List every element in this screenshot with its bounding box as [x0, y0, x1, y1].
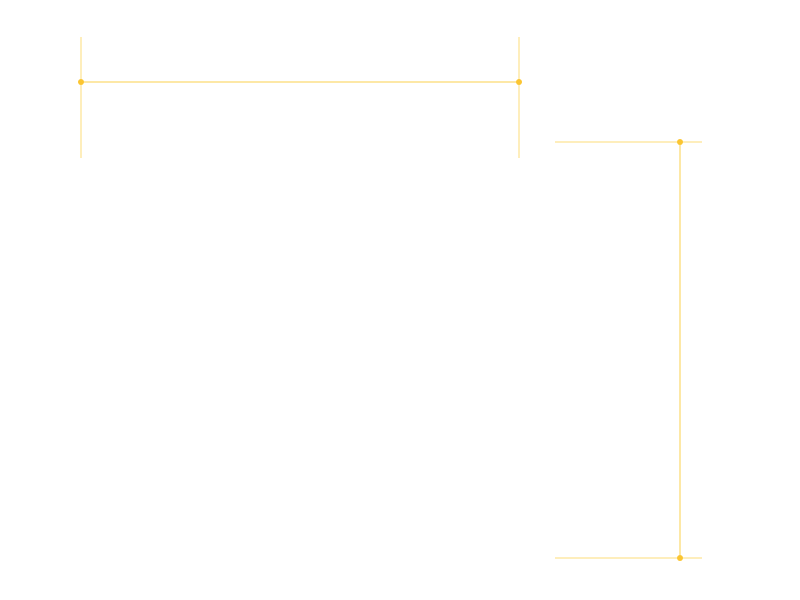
- bottom-endpoint-handle[interactable]: [677, 555, 683, 561]
- top-endpoint-handle[interactable]: [677, 139, 683, 145]
- horizontal-dimension-guide: [78, 37, 522, 158]
- right-endpoint-handle[interactable]: [516, 79, 522, 85]
- vertical-dimension-guide: [555, 139, 702, 561]
- left-endpoint-handle[interactable]: [78, 79, 84, 85]
